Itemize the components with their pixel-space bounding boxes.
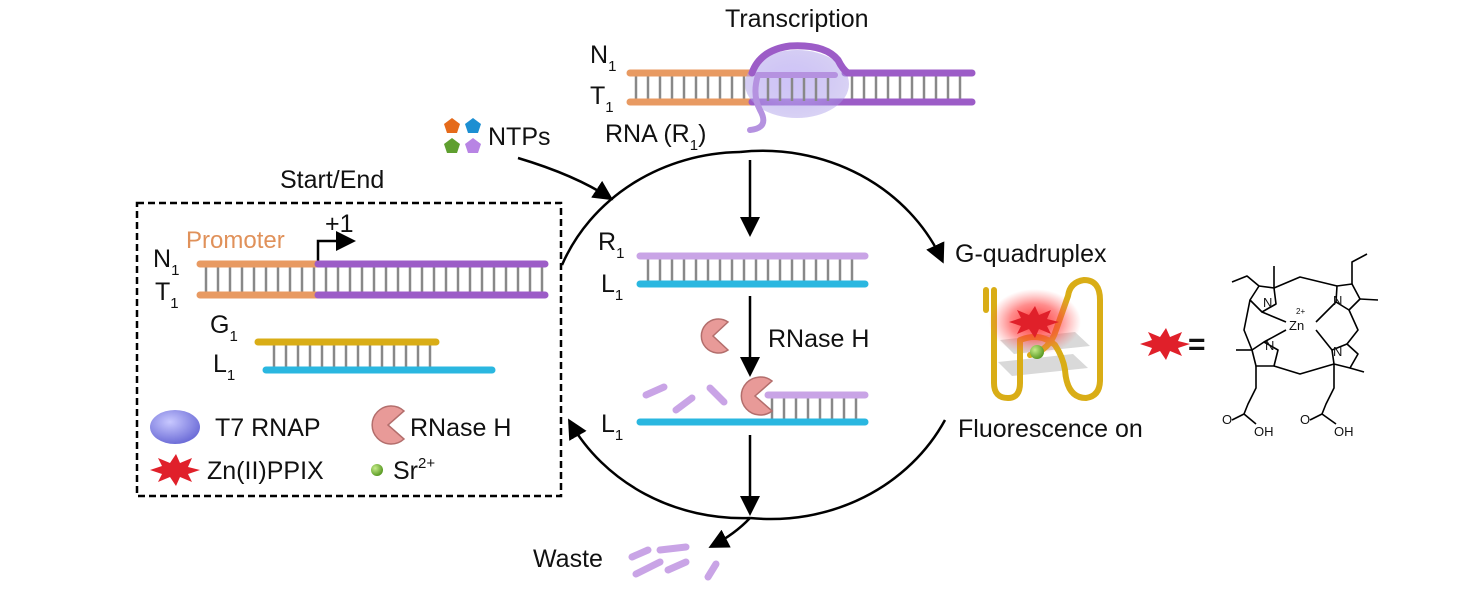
rnase-h-step-label: RNase H	[768, 325, 869, 353]
top-dsdna	[626, 42, 976, 133]
chem-zn-charge: 2+	[1296, 307, 1305, 316]
t1-top-label: T1	[590, 82, 614, 116]
r1-label: R1	[598, 228, 624, 262]
chem-n-bottom-right: N	[1333, 344, 1342, 359]
chem-o-left: O	[1222, 412, 1232, 427]
t7-rnap-icon	[150, 410, 200, 444]
plus-one-label: +1	[325, 210, 354, 238]
n1-t1-duplex	[196, 260, 549, 299]
waste-label: Waste	[533, 545, 603, 573]
ntps-label: NTPs	[488, 123, 551, 151]
start-end-box	[135, 201, 563, 498]
znppix-legend-icon	[150, 454, 200, 486]
start-end-label: Start/End	[280, 166, 384, 194]
waste-fragments-icon	[628, 543, 720, 581]
rnase-h-step-icon	[700, 318, 730, 354]
ntps-icon	[444, 118, 481, 153]
legend-znppix-label: Zn(II)PPIX	[207, 457, 324, 485]
transcription-label: Transcription	[725, 5, 869, 33]
legend-sr-label: Sr2+	[393, 455, 435, 485]
chem-n-bottom-left: N	[1265, 338, 1274, 353]
t1-box-label: T1	[155, 278, 179, 312]
g-quadruplex-label: G-quadruplex	[955, 240, 1107, 268]
l1-mid-label: L1	[601, 270, 623, 304]
fluorescence-on-label: Fluorescence on	[958, 415, 1143, 443]
chem-zn: Zn	[1289, 318, 1304, 333]
legend-rnase-label: RNase H	[410, 414, 511, 442]
rna-fragments	[642, 383, 728, 414]
chem-oh-right: OH	[1334, 424, 1354, 439]
g1-l1-duplex	[254, 338, 496, 374]
cleavage-duplex	[636, 376, 869, 426]
rnase-h-legend-icon	[371, 405, 406, 445]
rnase-h-cleaving-icon	[740, 376, 774, 416]
rna-r1-label: RNA (R1)	[605, 120, 706, 154]
chem-o-right: O	[1300, 412, 1310, 427]
ntp-input-arrow	[517, 156, 614, 201]
l1-cleave-label: L1	[601, 410, 623, 444]
chem-n-top-left: N	[1263, 295, 1272, 310]
transcription-start-arrow	[316, 231, 356, 262]
sr-ion-legend-icon	[371, 464, 383, 476]
znppix-structure	[1231, 253, 1379, 425]
waste-out-arrow	[708, 517, 751, 548]
cycle-circle	[560, 149, 947, 521]
legend-t7-label: T7 RNAP	[215, 414, 321, 442]
n1-top-label: N1	[590, 41, 616, 75]
znppix-icon	[1140, 328, 1190, 360]
l1-box-label: L1	[213, 350, 235, 384]
chem-n-top-right: N	[1333, 293, 1342, 308]
chem-oh-left: OH	[1254, 424, 1274, 439]
n1-box-label: N1	[153, 245, 179, 279]
g-quadruplex-structure	[983, 277, 1103, 401]
g1-label: G1	[210, 311, 238, 345]
t7-rnap-bubble	[745, 50, 849, 118]
equals-sign: =	[1188, 328, 1206, 361]
rna-transcript-strand	[747, 72, 767, 133]
promoter-label: Promoter	[186, 227, 285, 254]
r1-l1-duplex	[636, 252, 869, 288]
